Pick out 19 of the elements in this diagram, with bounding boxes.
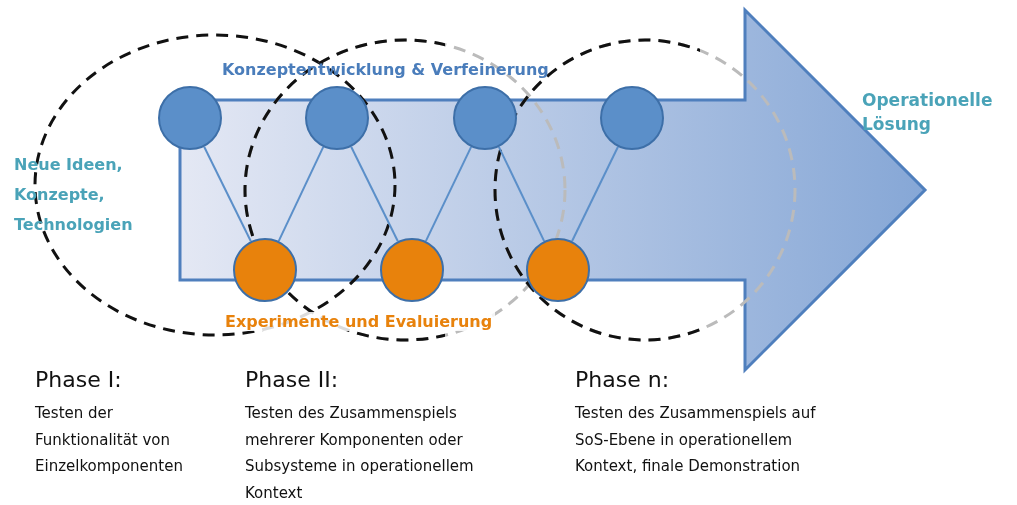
concept-circle bbox=[305, 86, 369, 150]
phase-heading: Phase I: bbox=[35, 367, 123, 392]
start-label: Neue Ideen, Konzepte, Technologien bbox=[14, 154, 134, 236]
phase-heading: Phase II: bbox=[245, 367, 340, 392]
connector-line bbox=[497, 145, 546, 243]
experiment-circle bbox=[380, 238, 444, 302]
phase-description: Testen der Funktionalität von Einzelkomponenten bbox=[35, 403, 184, 477]
lane-title: Konzeptentwicklung & Verfeinerung bbox=[222, 60, 549, 79]
connector-line bbox=[277, 145, 325, 243]
phase-description: Testen des Zusammenspiels mehrerer Komponenten oder Subsysteme in operationellem Kontext bbox=[245, 403, 475, 504]
concept-circle bbox=[158, 86, 222, 150]
connector-line bbox=[203, 145, 252, 243]
phase-description: Testen des Zusammenspiels auf SoS-Ebene in operationellem Kontext, finale Demonstration bbox=[575, 403, 817, 477]
phase-heading: Phase n: bbox=[575, 367, 671, 392]
connector-line bbox=[350, 145, 399, 243]
goal-label: Operationelle Lösung bbox=[862, 89, 994, 136]
connector-line bbox=[571, 145, 619, 243]
concept-circle bbox=[453, 86, 517, 150]
connector-line bbox=[424, 145, 473, 243]
